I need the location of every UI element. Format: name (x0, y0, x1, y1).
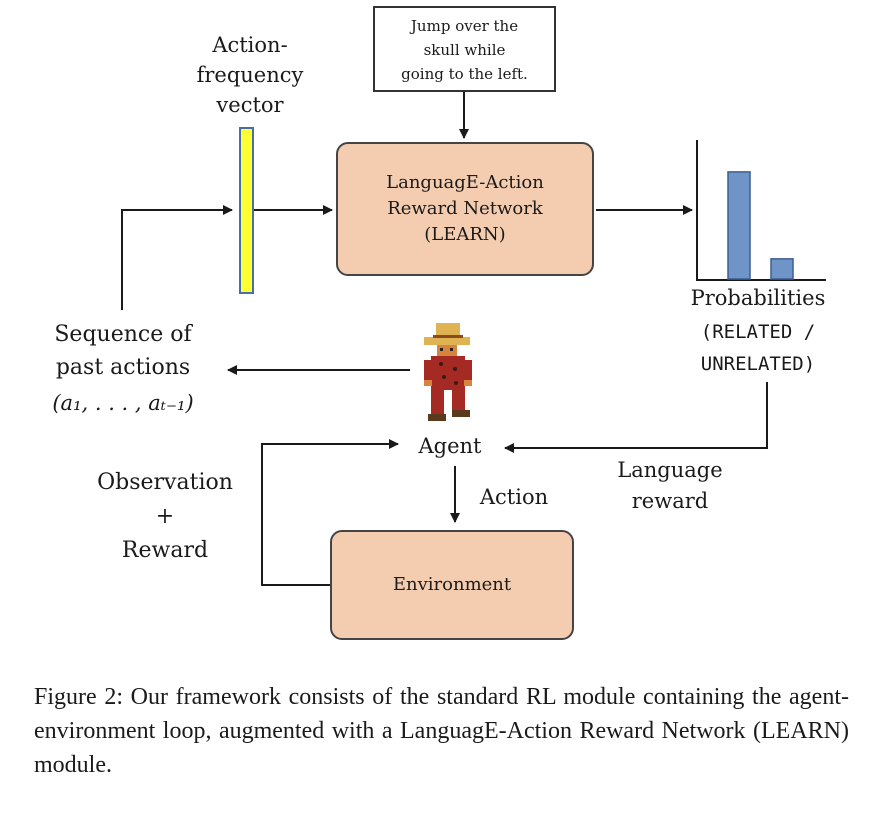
agent-label: Agent (418, 434, 482, 458)
language-reward-arrow (504, 382, 768, 453)
agent-sprite-icon (424, 323, 472, 421)
learn-box: LanguagE-Action Reward Network (LEARN) (336, 142, 594, 276)
figure-caption: Figure 2: Our framework consists of the … (34, 684, 849, 778)
sequence-label: Sequence of past actions (54, 322, 192, 380)
sequence-to-vector-arrow (121, 205, 233, 310)
probabilities-label: Probabilities (690, 286, 826, 310)
environment-label: Environment (392, 574, 512, 595)
instruction-text: Jump over the skull while going to the l… (401, 17, 528, 83)
action-frequency-vector (239, 127, 254, 294)
sequence-math: (a₁, . . . , aₜ₋₁) (52, 391, 194, 415)
action-frequency-label: Action- frequency vector (196, 33, 304, 117)
language-reward-label: Language reward (617, 458, 723, 513)
probability-bar-related (727, 171, 751, 280)
instruction-box: Jump over the skull while going to the l… (373, 6, 556, 92)
probability-bar-unrelated (770, 258, 794, 280)
observation-reward-label: Observation + Reward (97, 470, 233, 563)
environment-box: Environment (330, 530, 574, 640)
learn-box-label: LanguagE-Action Reward Network (LEARN) (386, 172, 544, 245)
observation-reward-arrow (261, 439, 399, 586)
related-unrelated-label: (RELATED / UNRELATED) (700, 321, 816, 375)
action-label: Action (479, 485, 549, 509)
probability-bars (727, 171, 794, 280)
